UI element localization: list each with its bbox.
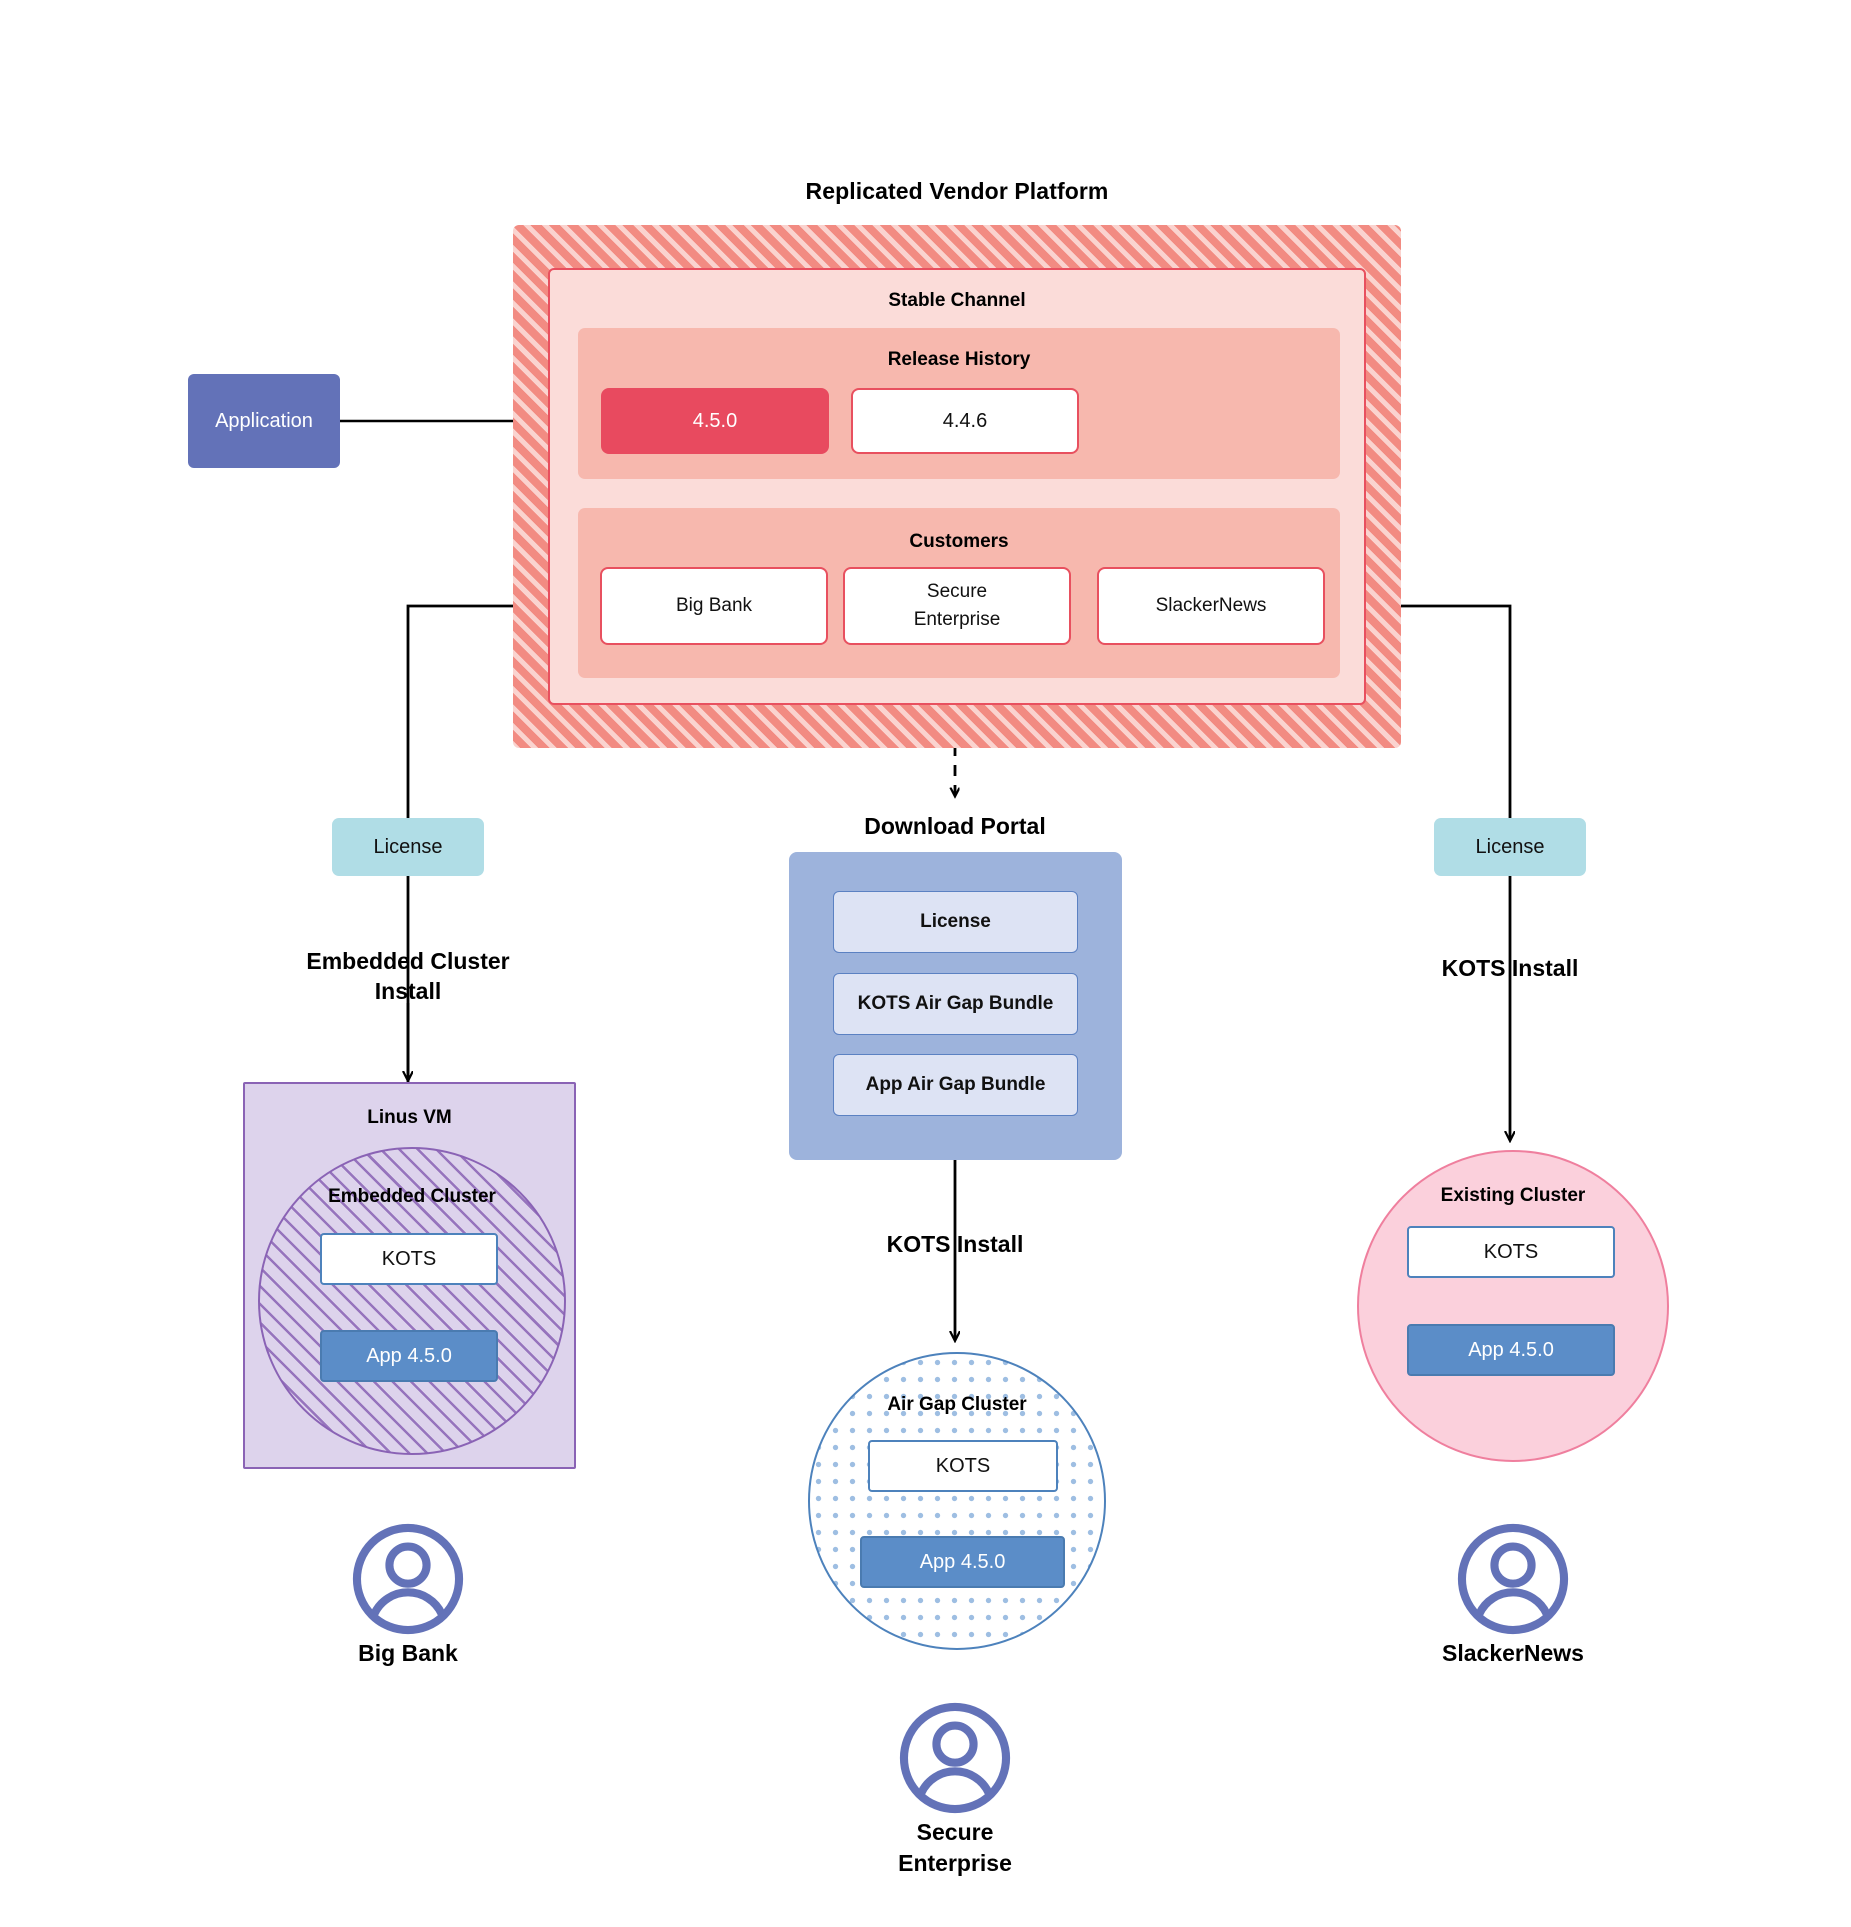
kots-node-embedded[interactable]: KOTS bbox=[320, 1233, 498, 1285]
portal-item-license[interactable]: License bbox=[833, 891, 1078, 953]
app-version-node-existing[interactable]: App 4.5.0 bbox=[1407, 1324, 1615, 1376]
release-version-label: 4.4.6 bbox=[942, 409, 988, 432]
customer-name-label: Secure Enterprise bbox=[913, 581, 1001, 630]
customer-name-label: SlackerNews bbox=[1155, 595, 1267, 617]
kots-install-label-right: KOTS Install bbox=[1441, 954, 1579, 981]
license-node-right[interactable]: License bbox=[1434, 818, 1586, 876]
kots-label: KOTS bbox=[381, 1247, 437, 1270]
kots-label: KOTS bbox=[935, 1454, 991, 1477]
portal-item-label: App Air Gap Bundle bbox=[865, 1074, 1046, 1095]
portal-item-app-air-gap-bundle[interactable]: App Air Gap Bundle bbox=[833, 1054, 1078, 1116]
release-item-current[interactable]: 4.5.0 bbox=[601, 388, 829, 454]
app-version-label: App 4.5.0 bbox=[366, 1344, 452, 1367]
stable-channel-title: Stable Channel bbox=[888, 290, 1026, 311]
release-item-previous[interactable]: 4.4.6 bbox=[851, 388, 1079, 454]
avatar-label-secure-enterprise: Secure Enterprise bbox=[898, 1819, 1012, 1877]
app-version-node-airgap[interactable]: App 4.5.0 bbox=[860, 1536, 1065, 1588]
license-node-left[interactable]: License bbox=[332, 818, 484, 876]
portal-item-kots-air-gap-bundle[interactable]: KOTS Air Gap Bundle bbox=[833, 973, 1078, 1035]
user-avatar-icon bbox=[1457, 1523, 1569, 1635]
existing-cluster-title: Existing Cluster bbox=[1440, 1185, 1586, 1206]
kots-label: KOTS bbox=[1483, 1240, 1539, 1263]
application-node[interactable]: Application bbox=[188, 374, 340, 468]
application-label: Application bbox=[215, 409, 313, 432]
embedded-cluster-circle bbox=[258, 1147, 566, 1455]
license-label: License bbox=[1475, 835, 1545, 858]
kots-install-label-center: KOTS Install bbox=[886, 1230, 1024, 1257]
air-gap-cluster-title: Air Gap Cluster bbox=[887, 1394, 1027, 1415]
customer-card-slackernews[interactable]: SlackerNews bbox=[1097, 567, 1325, 645]
kots-node-airgap[interactable]: KOTS bbox=[868, 1440, 1058, 1492]
user-avatar-icon bbox=[899, 1702, 1011, 1814]
customers-title: Customers bbox=[909, 531, 1009, 552]
customer-name-label: Big Bank bbox=[675, 595, 753, 617]
customer-card-big-bank[interactable]: Big Bank bbox=[600, 567, 828, 645]
embedded-cluster-title: Embedded Cluster bbox=[328, 1186, 496, 1207]
app-version-node-embedded[interactable]: App 4.5.0 bbox=[320, 1330, 498, 1382]
embedded-cluster-install-label: Embedded Cluster Install bbox=[306, 947, 510, 1004]
download-portal-title: Download Portal bbox=[864, 812, 1046, 839]
portal-item-label: License bbox=[920, 911, 991, 932]
license-label: License bbox=[373, 835, 443, 858]
avatar-label-big-bank: Big Bank bbox=[358, 1640, 458, 1666]
air-gap-cluster-circle bbox=[808, 1352, 1106, 1650]
existing-cluster-circle bbox=[1357, 1150, 1669, 1462]
linus-vm-title: Linus VM bbox=[367, 1107, 452, 1128]
release-version-label: 4.5.0 bbox=[692, 409, 738, 432]
user-avatar-icon bbox=[352, 1523, 464, 1635]
portal-item-label: KOTS Air Gap Bundle bbox=[857, 993, 1054, 1014]
avatar-slackernews bbox=[1455, 1521, 1571, 1637]
avatar-big-bank bbox=[350, 1521, 466, 1637]
platform-title: Replicated Vendor Platform bbox=[805, 177, 1109, 204]
customer-card-secure-enterprise[interactable]: Secure Enterprise bbox=[843, 567, 1071, 645]
kots-node-existing[interactable]: KOTS bbox=[1407, 1226, 1615, 1278]
app-version-label: App 4.5.0 bbox=[1468, 1338, 1554, 1361]
app-version-label: App 4.5.0 bbox=[919, 1550, 1006, 1573]
release-history-title: Release History bbox=[887, 349, 1031, 370]
avatar-label-slackernews: SlackerNews bbox=[1442, 1640, 1584, 1666]
avatar-secure-enterprise bbox=[897, 1700, 1013, 1816]
